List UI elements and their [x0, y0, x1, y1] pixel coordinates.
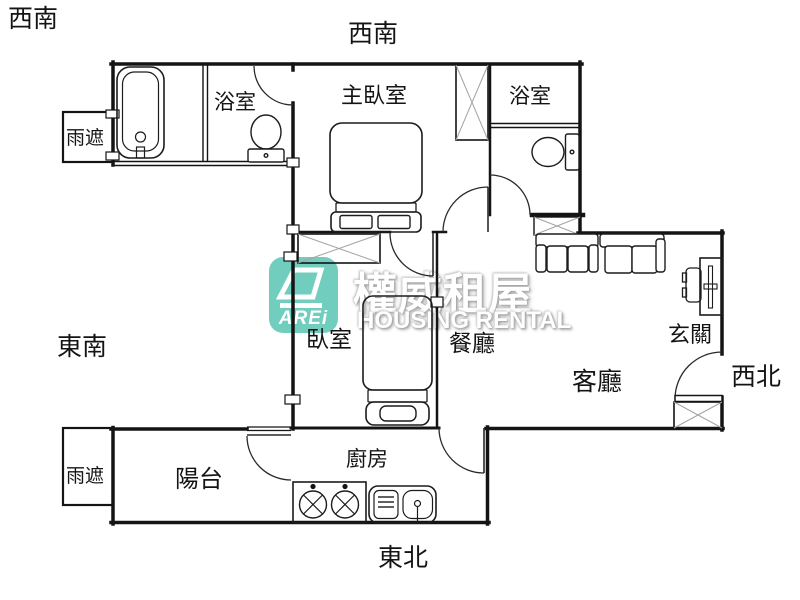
hallway-cabinet-icon — [533, 216, 581, 236]
label-entryway: 玄關 — [668, 322, 712, 347]
label-living-room: 客廳 — [572, 368, 622, 396]
interior-walls — [289, 62, 586, 430]
rain-awning-top-box — [61, 110, 115, 164]
house-logo-icon — [275, 267, 324, 308]
window-markers — [105, 109, 444, 405]
compass-southwest-wall: 西南 — [348, 20, 398, 48]
bathroom-left-door-arc — [253, 65, 294, 106]
compass-northeast: 東北 — [378, 544, 428, 572]
agency-brand-name: 權威租屋 — [353, 270, 533, 319]
label-balcony: 陽台 — [175, 466, 223, 493]
balcony-door-arc — [246, 435, 292, 481]
rain-awning-boxes — [61, 110, 115, 507]
label-kitchen: 廚房 — [346, 448, 388, 471]
bedroom-door-arc — [389, 232, 434, 277]
double-bed-icon — [329, 122, 423, 233]
entry-shoe-cabinet-icon — [673, 401, 723, 429]
window-marker — [283, 251, 298, 262]
agency-logo-acronym: AREi — [278, 308, 329, 329]
door-arcs — [246, 65, 723, 481]
sink-icon — [368, 485, 437, 524]
partition-walls — [113, 64, 580, 432]
window-marker — [105, 151, 120, 161]
kitchen-door-arc — [438, 427, 485, 474]
agency-logo: AREi — [269, 257, 338, 333]
sofa-icon — [535, 233, 666, 274]
stove-icon — [292, 481, 367, 524]
window-marker — [286, 224, 300, 235]
toilet-icon-right — [531, 133, 580, 171]
compass-southwest-outer: 西南 — [8, 5, 58, 33]
label-master-bedroom: 主臥室 — [341, 83, 407, 108]
bathroom-right-door-arc — [489, 174, 531, 216]
window-marker — [284, 394, 301, 405]
bedroom-closet-icon — [297, 233, 381, 264]
label-bedroom: 臥室 — [306, 326, 352, 352]
window-marker — [430, 296, 444, 308]
agency-brand-name-en: HOUSING RENTAL — [357, 307, 572, 334]
compass-southeast: 東南 — [57, 333, 107, 361]
entry-door-leaf — [674, 394, 723, 403]
window-marker — [286, 157, 300, 168]
single-bed-icon — [362, 295, 433, 426]
master-bedroom-door-arc — [442, 186, 489, 233]
master-wardrobe-icon — [455, 64, 489, 141]
cabinets — [297, 64, 723, 429]
toilet-icon-left — [247, 114, 285, 163]
compass-labels: 西南 西南 東南 西北 東北 — [8, 5, 781, 572]
rain-awning-bottom-box — [61, 426, 115, 507]
desk-icon — [699, 257, 723, 316]
compass-northwest: 西北 — [731, 363, 781, 391]
bathtub-icon — [116, 66, 165, 159]
chair-icon — [681, 267, 702, 303]
label-dining-room: 餐廳 — [449, 330, 495, 356]
window-marker — [105, 109, 120, 119]
label-bathroom-left: 浴室 — [214, 91, 256, 114]
label-rain-awning-bottom: 雨遮 — [66, 465, 104, 487]
label-rain-awning-top: 雨遮 — [66, 127, 104, 149]
label-bathroom-right: 浴室 — [509, 85, 551, 108]
entry-door-arc — [674, 351, 723, 400]
room-labels: 雨遮 浴室 主臥室 浴室 臥室 餐廳 玄關 客廳 陽台 廚房 雨遮 — [66, 83, 712, 493]
